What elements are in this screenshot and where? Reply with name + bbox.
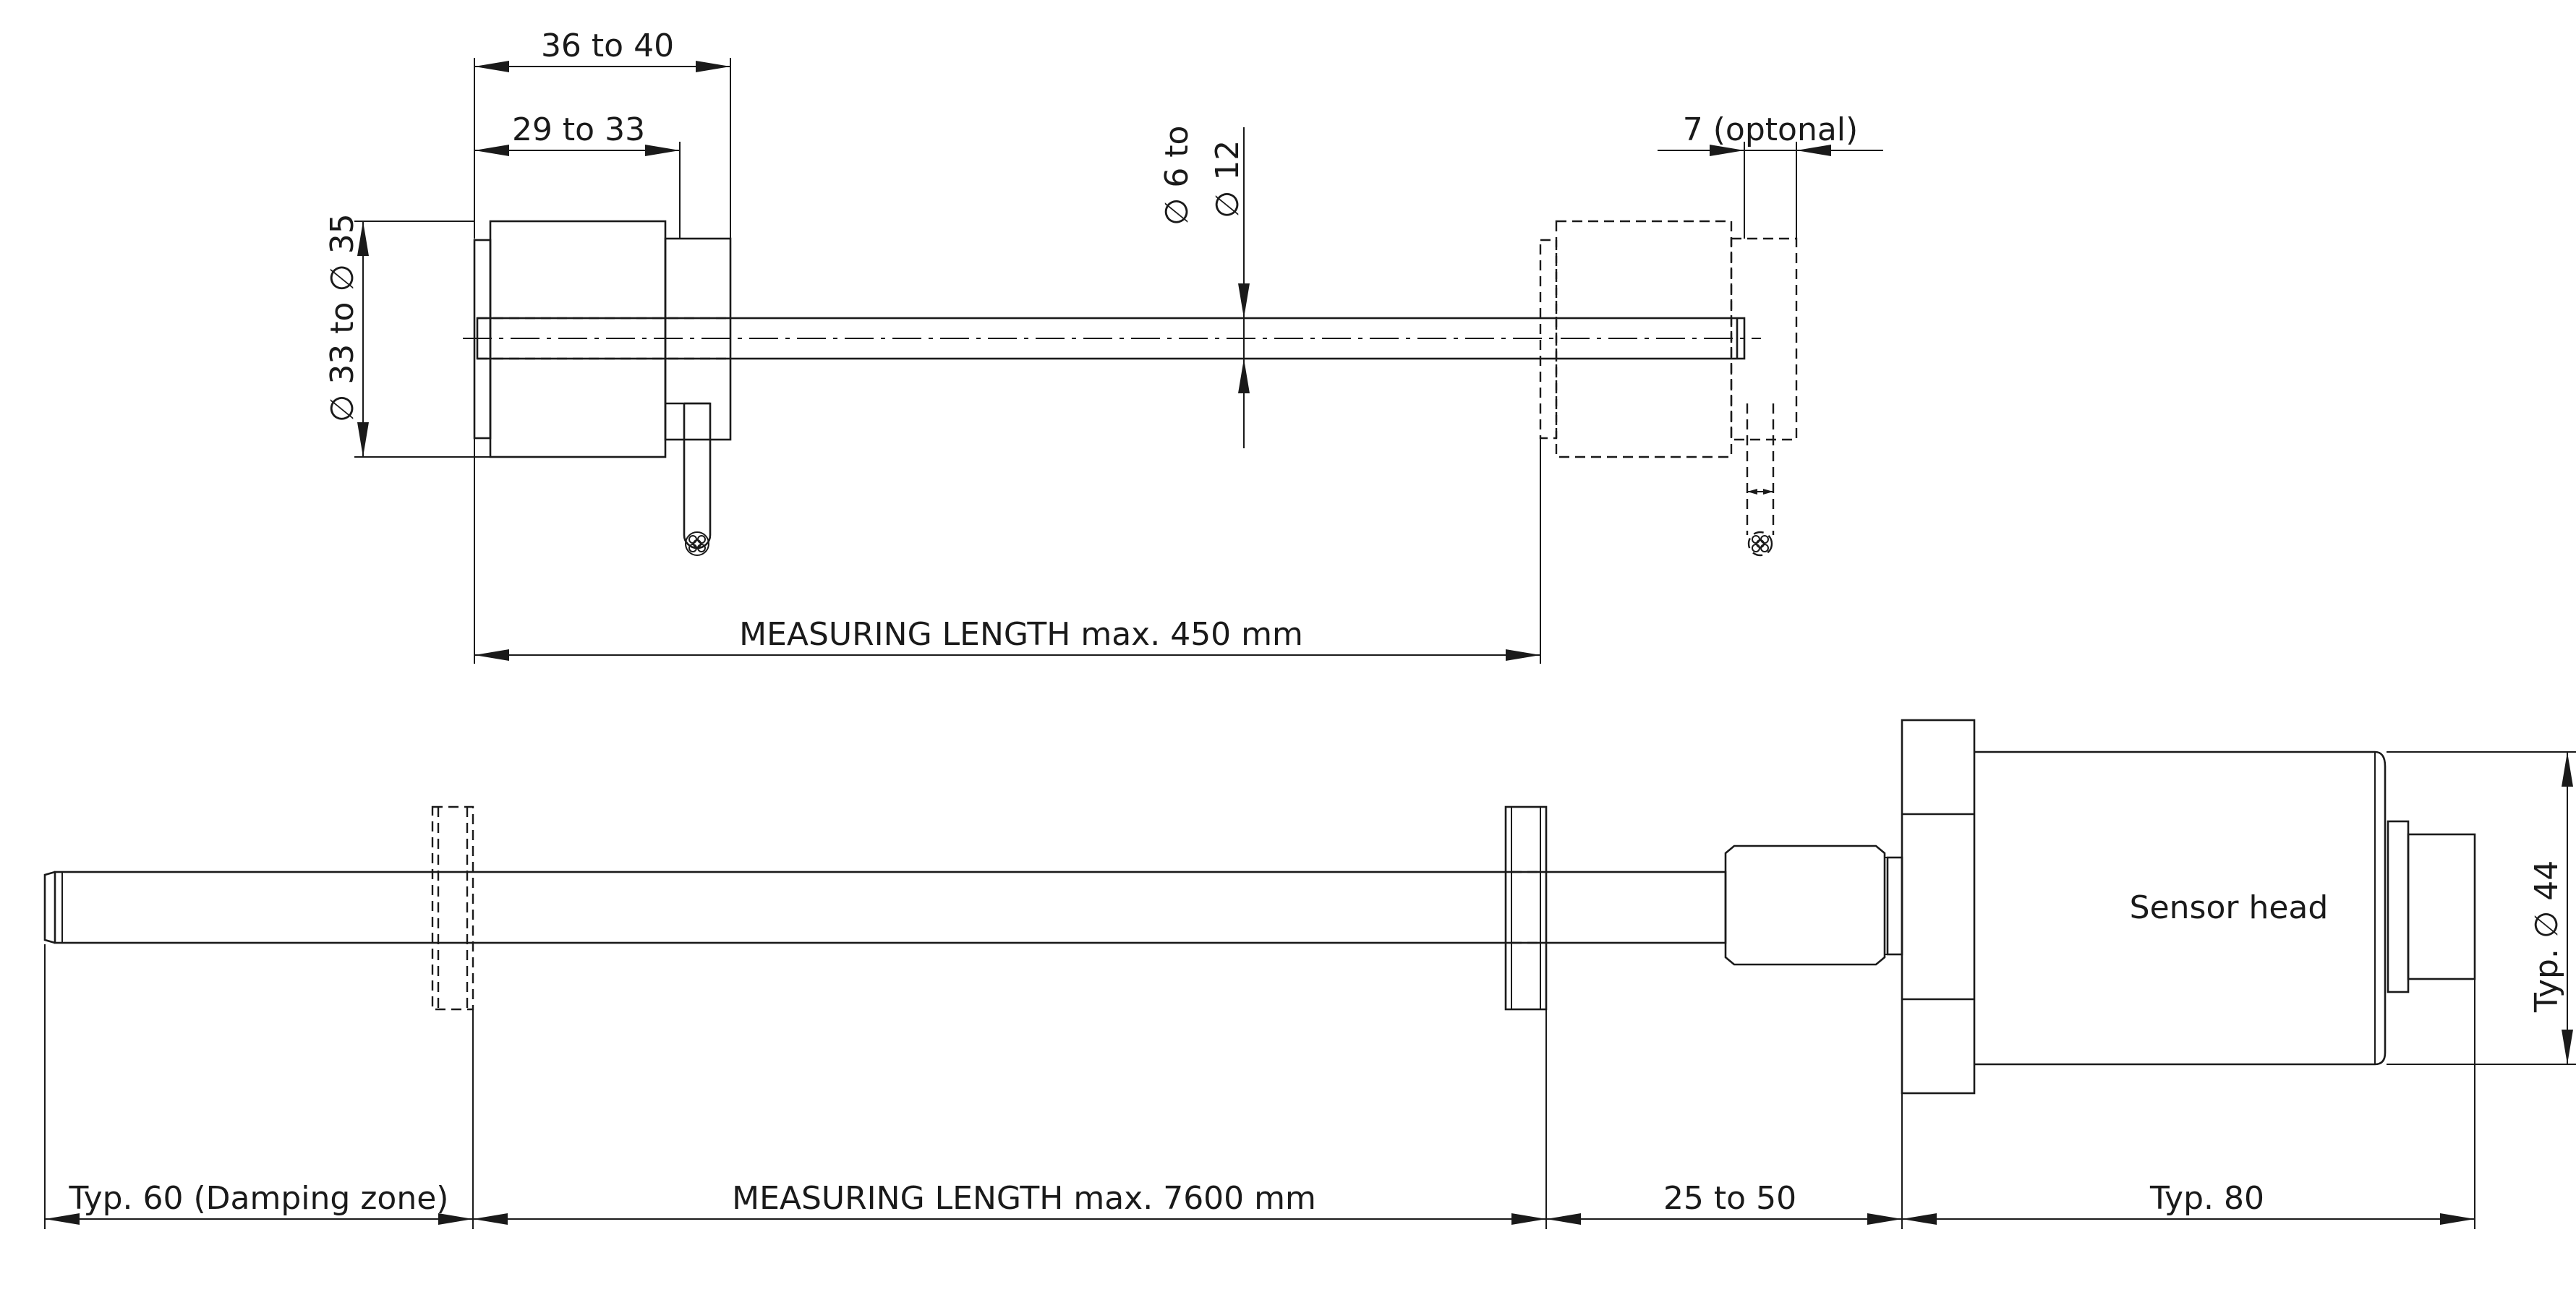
dim-rod-dia-top: ∅ 6 to: [1159, 126, 1195, 226]
dim-float-diameter: ∅ 33 to ∅ 35: [324, 213, 490, 458]
float-left-collar: [664, 237, 732, 441]
dim-7-optional: 7 (optonal): [1658, 111, 1883, 495]
arrow: [1546, 1213, 1581, 1225]
dim-damping-label: Typ. 60 (Damping zone): [69, 1180, 449, 1217]
sensor-head-label: Sensor head: [2130, 889, 2329, 926]
arrow: [473, 1213, 508, 1225]
dim-44-label: Typ. ∅ 44: [2528, 860, 2565, 1013]
top-rod: [476, 317, 1746, 360]
top-assembly: 36 to 40 29 to 33 ∅ 6 to ∅ 12 7 (optonal…: [324, 27, 1883, 664]
float-right-phantom: [1539, 220, 1798, 557]
magnet-solid: [1504, 805, 1548, 1011]
dim-measuring-length-top: MEASURING LENGTH max. 450 mm: [474, 438, 1541, 664]
float-left-cable: [683, 402, 712, 549]
dim-diameter-44: Typ. ∅ 44: [2387, 751, 2576, 1065]
arrow: [1867, 1213, 1902, 1225]
arrow: [45, 1213, 80, 1225]
float-right-cable: [1746, 403, 1775, 535]
cable-end-left-icon: [685, 531, 709, 556]
dim-rod-dia-bottom: ∅ 12: [1209, 140, 1246, 218]
dim-25-50-label: 25 to 50: [1663, 1180, 1796, 1217]
connector: [2387, 820, 2476, 993]
sensor-head: Sensor head: [1974, 751, 2387, 1066]
thread-section: [1724, 844, 1903, 966]
float-left: [473, 220, 732, 556]
float-right-flange: [1539, 239, 1558, 440]
cable-end-right-icon: [1747, 531, 1773, 557]
dim-36-40-label: 36 to 40: [541, 27, 674, 64]
dim-7-label: 7 (optonal): [1683, 111, 1858, 148]
dim-float-dia-label: ∅ 33 to ∅ 35: [324, 213, 361, 422]
magnet-phantom: [431, 805, 474, 1011]
dim-typ-80-label: Typ. 80: [2149, 1180, 2264, 1217]
arrow: [2440, 1213, 2475, 1225]
dim-29-to-33: 29 to 33: [474, 111, 681, 239]
dim-29-33-label: 29 to 33: [512, 111, 645, 148]
arrow: [1902, 1213, 1937, 1225]
bottom-rod: [54, 871, 1727, 944]
bottom-assembly: Sensor head Typ. ∅ 44: [43, 719, 2576, 1229]
dim-measuring-top-label: MEASURING LENGTH max. 450 mm: [739, 616, 1303, 653]
arrow: [1511, 1213, 1546, 1225]
arrow: [438, 1213, 473, 1225]
hex-flange: [1901, 719, 1976, 1095]
bottom-rod-tip: [43, 871, 56, 944]
dim-36-to-40: 36 to 40: [474, 27, 731, 239]
dim-rod-diameter: ∅ 6 to ∅ 12: [1159, 126, 1250, 448]
dim-measuring-bottom-label: MEASURING LENGTH max. 7600 mm: [732, 1180, 1316, 1217]
float-right-collar: [1730, 237, 1798, 441]
